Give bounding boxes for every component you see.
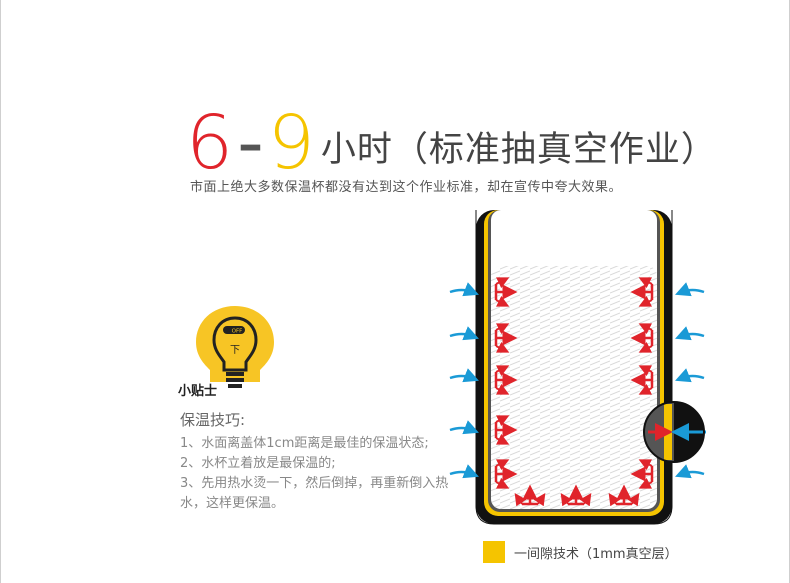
tip-item-1: 1、水面离盖体1cm距离是最佳的保温状态; [180,436,429,451]
tip-item-2: 2、水杯立着放是最保温的; [180,456,336,471]
left-border [0,0,1,583]
light-bulb-icon: OFF 下 [196,306,274,388]
bulb-glow [196,306,274,382]
bulb-base-2 [226,378,244,382]
magnifier-icon [643,401,706,463]
headline-start-number: 6 [186,100,234,186]
headline-end-number: 9 [267,100,315,186]
headline-tail: 小时（标准抽真空作业） [320,130,717,170]
water-fill [491,266,657,509]
legend-swatch [483,541,505,563]
headline-dash: - [237,100,264,186]
bulb-base-3 [228,384,242,388]
bulb-switch [223,326,245,334]
bulb-base-1 [226,372,244,376]
bulb-char: 下 [230,345,240,356]
bulb-outline [212,316,258,372]
outer-cold-arrows [449,282,705,479]
bulb-switch-label: OFF [232,329,243,335]
headline: 6 - 9 小时（标准抽真空作业） [186,100,717,180]
tip-item-3: 3、先用热水烫一下，然后倒掉，再重新倒入热水，这样更保温。 [180,476,449,511]
cup-diagram [449,210,706,525]
legend-label: 一间隙技术（1mm真空层） [514,547,678,562]
tips-title: 保温技巧: [180,411,246,429]
tips-badge: 小贴士 [178,384,218,399]
inner-heat-arrows [494,277,654,507]
subtitle: 市面上绝大多数保温杯都没有达到这个作业标准，却在宣传中夸大效果。 [190,180,623,195]
